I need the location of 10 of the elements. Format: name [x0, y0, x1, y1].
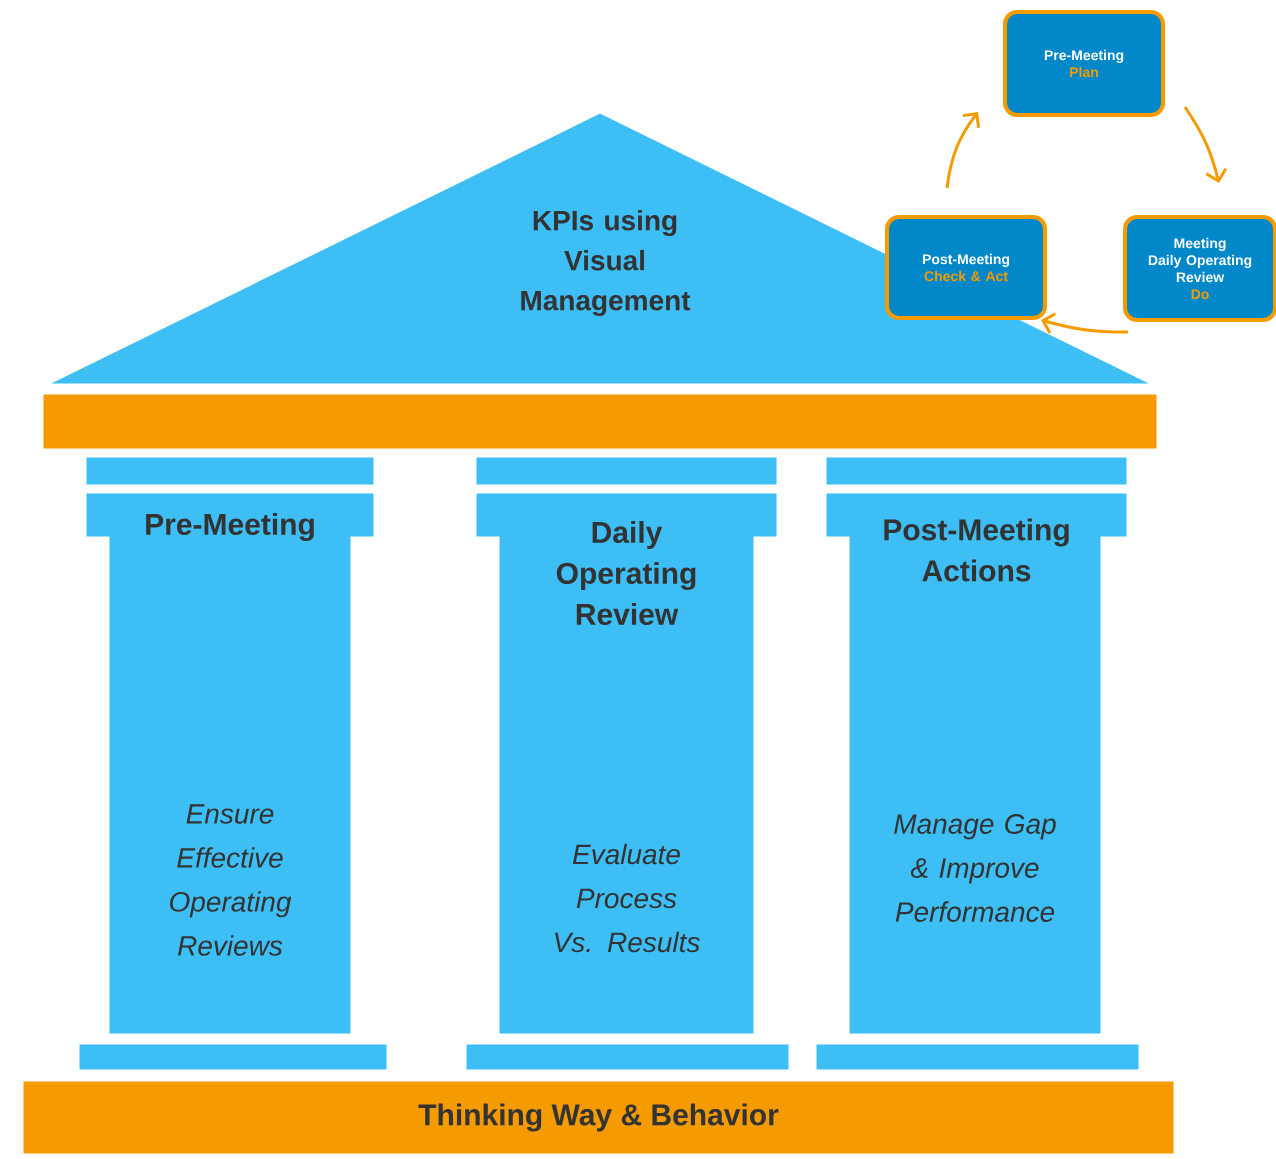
cycle-arrow	[945, 112, 981, 189]
pillar-drawing: Pre-Meeting Ensure Effective Operating Reviews	[76, 454, 390, 1073]
foundation-bar: Thinking Way & Behavior	[20, 1078, 1177, 1157]
pillar-drawing: Post-Meeting Actions Manage Gap & Improve Performance	[813, 454, 1142, 1073]
cycle-arrow	[1183, 106, 1228, 183]
pillar-drawing: Daily Operating Review Evaluate Process Vs. Results	[463, 454, 792, 1073]
cycle-box: Post-Meeting Check & Act	[885, 215, 1047, 320]
cycle-box: Pre-Meeting Plan	[1003, 10, 1165, 117]
cycle-box: Meeting Daily Operating Review Do	[1123, 215, 1276, 322]
cycle-arrow	[1041, 312, 1129, 334]
